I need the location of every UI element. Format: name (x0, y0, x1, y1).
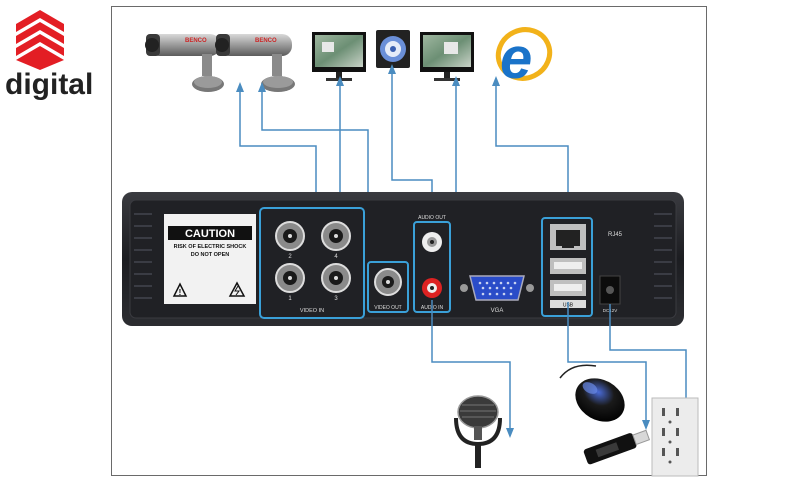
usb-flash-drive-icon (583, 429, 651, 465)
mouse-icon (559, 364, 625, 422)
camera-brand-2: BENCO (255, 38, 277, 44)
vent-right (654, 213, 672, 299)
wire-camera-2 (261, 90, 369, 215)
audio-in-jack (422, 278, 442, 298)
video-out-label: VIDEO OUT (374, 305, 402, 311)
bnc-port-ch4: 4 (321, 221, 351, 260)
monitor-1 (312, 32, 366, 81)
wire-power (609, 304, 687, 410)
warning-triangle-icon: ! (172, 282, 188, 297)
svg-text:!: ! (179, 288, 182, 297)
power-outlet-strip-icon (651, 397, 699, 477)
vga-label: VGA (491, 308, 504, 314)
caution-label: CAUTION RISK OF ELECTRIC SHOCK DO NOT OP… (164, 214, 256, 304)
cctv-camera-1: BENCO (145, 34, 224, 92)
logo-mark-icon (16, 10, 64, 70)
speaker-icon (376, 30, 410, 68)
bnc-port-ch2: 2 (275, 221, 305, 260)
caution-line-2: DO NOT OPEN (191, 252, 230, 258)
camera-brand-1: BENCO (185, 38, 207, 44)
wire-microphone (431, 300, 511, 430)
brand-logo (16, 10, 64, 70)
electric-shock-icon (228, 281, 246, 297)
video-in-ports: 2 4 1 3 VIDEO IN (259, 207, 365, 319)
wire-internet (495, 84, 569, 226)
video-out-port: VIDEO OUT (367, 261, 409, 313)
internet-browser-icon: e (495, 26, 553, 91)
caution-line-1: RISK OF ELECTRIC SHOCK (174, 244, 247, 250)
brand-name: digital (5, 68, 94, 101)
vga-port: VGA (460, 275, 534, 314)
dvr-rear-panel: CAUTION RISK OF ELECTRIC SHOCK DO NOT OP… (122, 192, 684, 326)
monitor-2 (420, 32, 474, 81)
microphone-icon (454, 395, 502, 468)
audio-out-jack (422, 232, 442, 252)
video-in-label: VIDEO IN (300, 308, 324, 314)
channel-label-2: 2 (288, 254, 292, 260)
svg-text:e: e (500, 26, 532, 91)
bnc-port-ch3: 3 (321, 263, 351, 302)
vent-left (134, 213, 152, 299)
usb-port-2 (550, 280, 586, 296)
cctv-camera-2: BENCO (215, 34, 295, 92)
channel-label-1: 1 (288, 296, 292, 302)
channel-label-3: 3 (334, 296, 338, 302)
channel-label-4: 4 (334, 254, 338, 260)
wire-camera-1 (239, 90, 317, 212)
audio-out-label: AUDIO OUT (418, 215, 446, 221)
usb-port-1 (550, 258, 586, 274)
rj45-port (550, 224, 586, 250)
caution-title: CAUTION (185, 228, 235, 240)
rj45-label: RJ45 (608, 232, 623, 238)
bnc-port-ch1: 1 (275, 263, 305, 302)
wire-usb-devices (567, 302, 647, 422)
